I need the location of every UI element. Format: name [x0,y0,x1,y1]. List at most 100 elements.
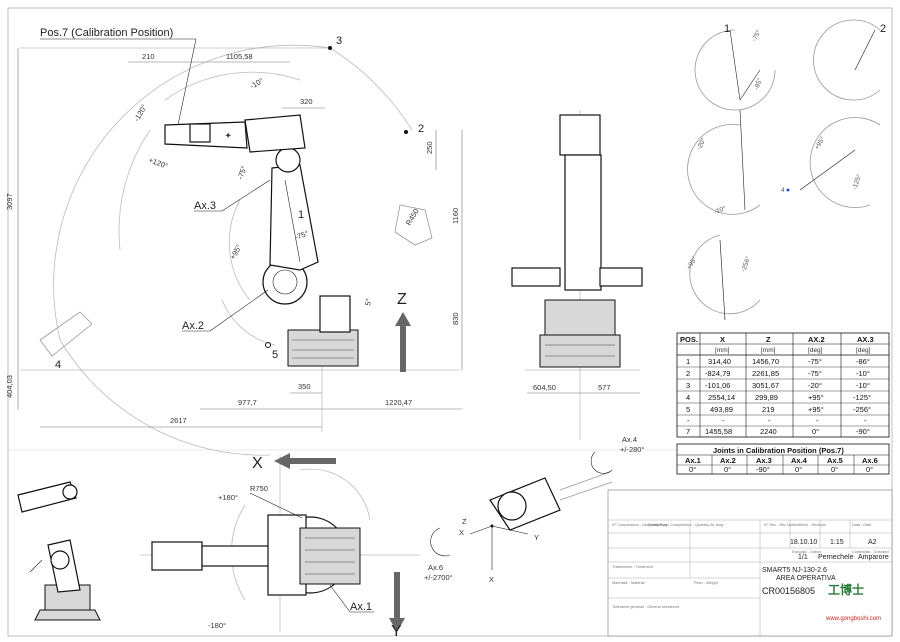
dim-350: 350 [298,382,311,391]
svg-text:3051,67: 3051,67 [752,381,779,390]
svg-text:-125°: -125° [850,173,863,191]
svg-text:X: X [489,575,494,584]
wrist-detail: Ax.4 +/-280° X Z Y X Ax.6 +/-2700° [424,435,644,584]
svg-text:0°: 0° [831,465,838,474]
svg-text:-86°: -86° [856,357,870,366]
ax6-label: Ax.6 [428,563,443,572]
pos-label-3: 3 [336,35,342,47]
pos-label-5: 5 [272,349,278,361]
svg-text:✦: ✦ [225,131,232,140]
svg-text:-75°: -75° [808,369,822,378]
axis-z-small: Z [462,517,467,526]
front-base [539,334,621,368]
axis-z-label: Z [397,291,407,308]
svg-text:-20°: -20° [695,136,708,151]
sketch-pos1: 1 -75° -85° [694,23,776,111]
svg-text:-10°: -10° [856,381,870,390]
svg-text:5: 5 [686,405,690,414]
front-arm [564,154,602,291]
title-block: N° Complessivo - Assembly Dwg Quantità p… [607,489,893,637]
dim-1105: 1105,58 [226,52,253,61]
svg-text:-75°: -75° [750,28,763,43]
joints-table-title: Joints in Calibration Position (Pos.7) [713,446,844,455]
label-ax1: Ax.1 [350,601,372,613]
ax4-label: Ax.4 [622,435,637,444]
robot-wrist-ghost-4 [39,311,93,357]
isometric-view [17,481,101,621]
pos-label-1: 1 [298,209,304,221]
svg-text:493,89: 493,89 [710,405,733,414]
svg-text:Trattamento - Treatment: Trattamento - Treatment [612,565,654,569]
svg-text:Controllato - Checked: Controllato - Checked [852,550,889,554]
svg-text:-85°: -85° [752,76,764,90]
dim-1220: 1220,47 [385,398,412,407]
svg-text:3: 3 [686,381,690,390]
pos-label-2: 2 [418,123,424,135]
svg-text:7: 7 [686,427,690,436]
table-row: 5 493,89 219 +95° -256° [686,405,871,414]
pos-label-4: 4 [55,359,61,371]
svg-text:Data - Date: Data - Date [852,523,871,527]
dim-r450: R450 [404,207,421,227]
robot-counterweight [319,295,351,333]
angle-minus75: -75° [235,165,248,181]
svg-text:-: - [722,416,725,425]
sketch-pos3: -20° -10° [687,109,761,216]
svg-text:Z: Z [766,335,771,344]
label-ax2: Ax.2 [182,320,204,332]
svg-text:-125°: -125° [853,393,871,402]
dim-320: 320 [300,97,313,106]
table-row: 1 314,40 1456,70 -75° -86° [686,357,870,366]
svg-text:Quantità per Complessivo - Qua: Quantità per Complessivo - Quantity for … [648,523,724,527]
robot-axis3-joint [275,147,301,173]
side-view: 210 1105,58 320 250 1160 830 3097 404,03… [5,27,463,456]
svg-text:-: - [816,416,819,425]
drawing-subtitle: AREA OPERATIVA [776,575,836,582]
table-row: 7 1455,58 2240 0° -90° [686,427,870,436]
sketch-pos2: 2 [813,19,886,101]
dim-830: 830 [451,312,460,325]
svg-text:Ax.6: Ax.6 [862,456,878,465]
svg-text:2: 2 [686,369,690,378]
drawing-code: CR00156805 [762,586,815,596]
angle-minus10: -10° [249,76,265,91]
angle-plus95: +95° [228,243,244,261]
robot-wrist-ghost [394,204,433,246]
title-checked: Amparore [858,554,889,561]
svg-text:1: 1 [724,23,730,35]
robot-upper-arm [244,114,306,153]
svg-text:-256°: -256° [853,405,871,414]
angle-5: 5° [363,298,373,307]
title-scale: 1:15 [830,539,844,546]
svg-text:+95°: +95° [808,393,824,402]
svg-text:0°: 0° [866,465,873,474]
table-row: 4 2554,14 299,89 +95° -125° [686,393,871,402]
svg-text:2554,14: 2554,14 [708,393,735,402]
svg-text:Tolleranze generali - General: Tolleranze generali - General tolerances [612,605,679,609]
svg-text:4: 4 [781,187,785,194]
svg-text:AX.2: AX.2 [808,335,825,344]
position-sketches: 1 -75° -85° 2 -20° -10° 4 +95° -125° +95… [685,19,886,321]
front-wrist [559,114,601,156]
svg-text:N° Complessivo - Assembly Dwg: N° Complessivo - Assembly Dwg [612,523,667,527]
axis-x-small: X [459,528,464,537]
svg-text:-101,06: -101,06 [705,381,730,390]
title-format: A2 [868,539,877,546]
title-sheet: 1/1 [798,554,808,561]
svg-text:-75°: -75° [808,357,822,366]
svg-text:-10°: -10° [713,204,727,216]
drawing-title: SMART5 NJ-130-2.6 [762,567,827,574]
svg-text:[mm]: [mm] [715,347,730,354]
top-wrist [151,541,203,571]
svg-text:Ax.1: Ax.1 [685,456,701,465]
positions-table: POS. X Z AX.2 AX.3 [mm] [mm] [deg] [deg]… [676,332,890,438]
svg-text:0°: 0° [724,465,731,474]
svg-text:[deg]: [deg] [808,347,823,354]
svg-text:-90°: -90° [856,427,870,436]
svg-text:-: - [687,416,690,425]
svg-text:Eseguito - Drawn: Eseguito - Drawn [792,550,821,554]
svg-text:-824,79: -824,79 [705,369,730,378]
front-motor-left [511,267,561,287]
axis-y-label: Y [391,623,402,640]
